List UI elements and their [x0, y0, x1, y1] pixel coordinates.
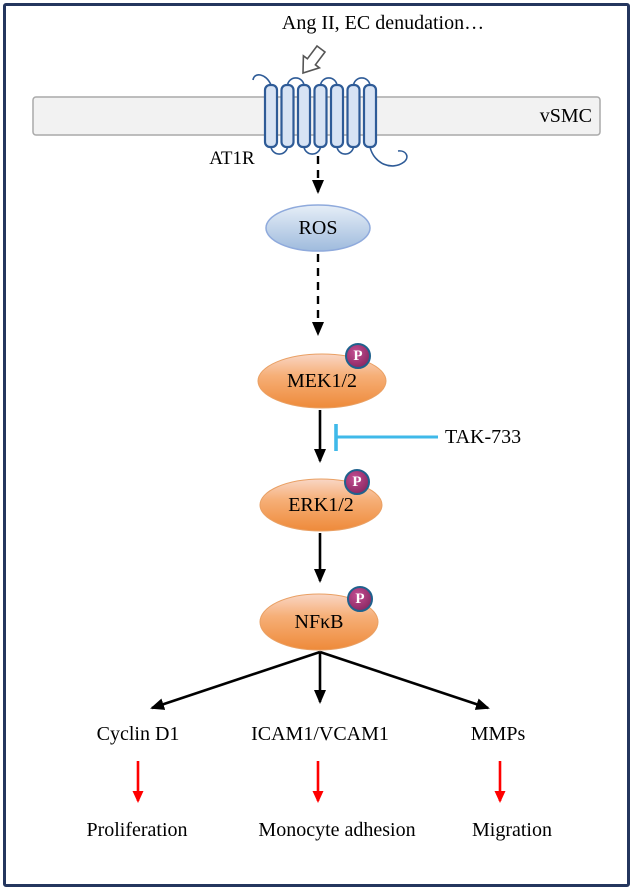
- stimulus-label: Ang II, EC denudation…: [281, 12, 485, 34]
- receptor-loops: [252, 74, 408, 167]
- at1r-receptor-icon: [252, 74, 408, 167]
- mek-phospho-label: P: [353, 348, 363, 364]
- outcome-proliferation-label: Proliferation: [86, 819, 188, 841]
- membrane-label: vSMC: [539, 105, 592, 127]
- target-icam-vcam-label: ICAM1/VCAM1: [251, 723, 389, 745]
- node-label-nfkb: NFκB: [294, 611, 344, 633]
- nfkb-phospho-badge: [347, 586, 373, 612]
- target-mmps-label: MMPs: [470, 723, 526, 745]
- receptor-label: AT1R: [209, 148, 255, 169]
- stimulus-arrow-icon: [302, 44, 327, 75]
- erk-phospho-label: P: [352, 474, 362, 490]
- node-label-erk: ERK1/2: [288, 494, 354, 516]
- tak733-inhibitor-tbar: [334, 424, 438, 451]
- nfkb-phospho-label: P: [355, 591, 365, 607]
- erk-phospho-badge: [344, 469, 370, 495]
- node-label-mek: MEK1/2: [287, 370, 357, 392]
- node-label-ros: ROS: [298, 217, 338, 239]
- inhibitor-label: TAK-733: [445, 426, 522, 448]
- outcome-migration-label: Migration: [472, 819, 552, 841]
- ros-node: [265, 204, 371, 252]
- mek-phospho-badge: [345, 343, 371, 369]
- outcome-monocyte-adhesion-label: Monocyte adhesion: [258, 819, 416, 841]
- branch-arrows: [150, 650, 490, 710]
- target-cyclin-d1-label: Cyclin D1: [96, 723, 180, 745]
- nfkb-node: [259, 593, 379, 651]
